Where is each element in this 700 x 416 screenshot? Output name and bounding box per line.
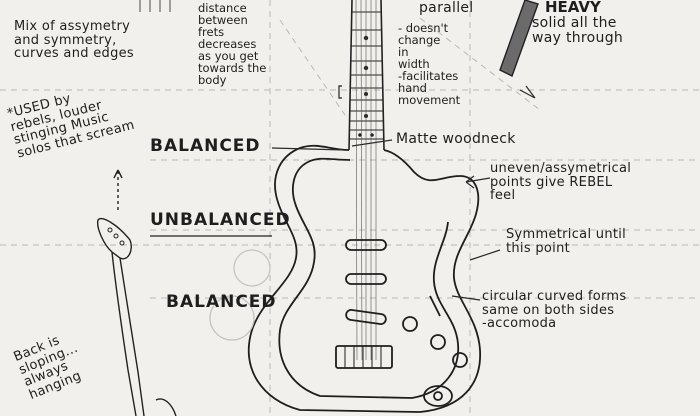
guitar-body <box>247 144 481 413</box>
heavy-marker <box>499 0 539 77</box>
annotation-arrows <box>271 85 536 301</box>
note-heavy-title: HEAVY <box>545 0 601 16</box>
note-heavy-body: solid all the way through <box>532 15 624 46</box>
note-parallel-title: parallel <box>419 0 474 16</box>
note-parallel-body: - doesn't change in width -facilitates h… <box>398 21 461 108</box>
label-balanced-bottom: BALANCED <box>166 292 277 312</box>
ghost-circles <box>139 0 271 341</box>
note-fret-distance: distance between frets decreases as you … <box>198 1 267 88</box>
note-uneven-points: uneven/assymetrical points give REBEL fe… <box>490 161 632 204</box>
guitar-neck <box>348 0 385 361</box>
note-matte-woodneck: Matte woodneck <box>396 131 516 147</box>
note-circular-forms: circular curved forms same on both sides… <box>482 289 627 332</box>
label-balanced-top: BALANCED <box>150 136 261 156</box>
fret-bracket <box>338 85 342 99</box>
note-mix-of-assymetry: Mix of assymetry and symmetry, curves an… <box>14 19 134 62</box>
side-guitar <box>97 169 177 416</box>
note-symmetrical-until: Symmetrical until this point <box>506 227 627 256</box>
label-unbalanced: UNBALANCED <box>150 210 291 230</box>
